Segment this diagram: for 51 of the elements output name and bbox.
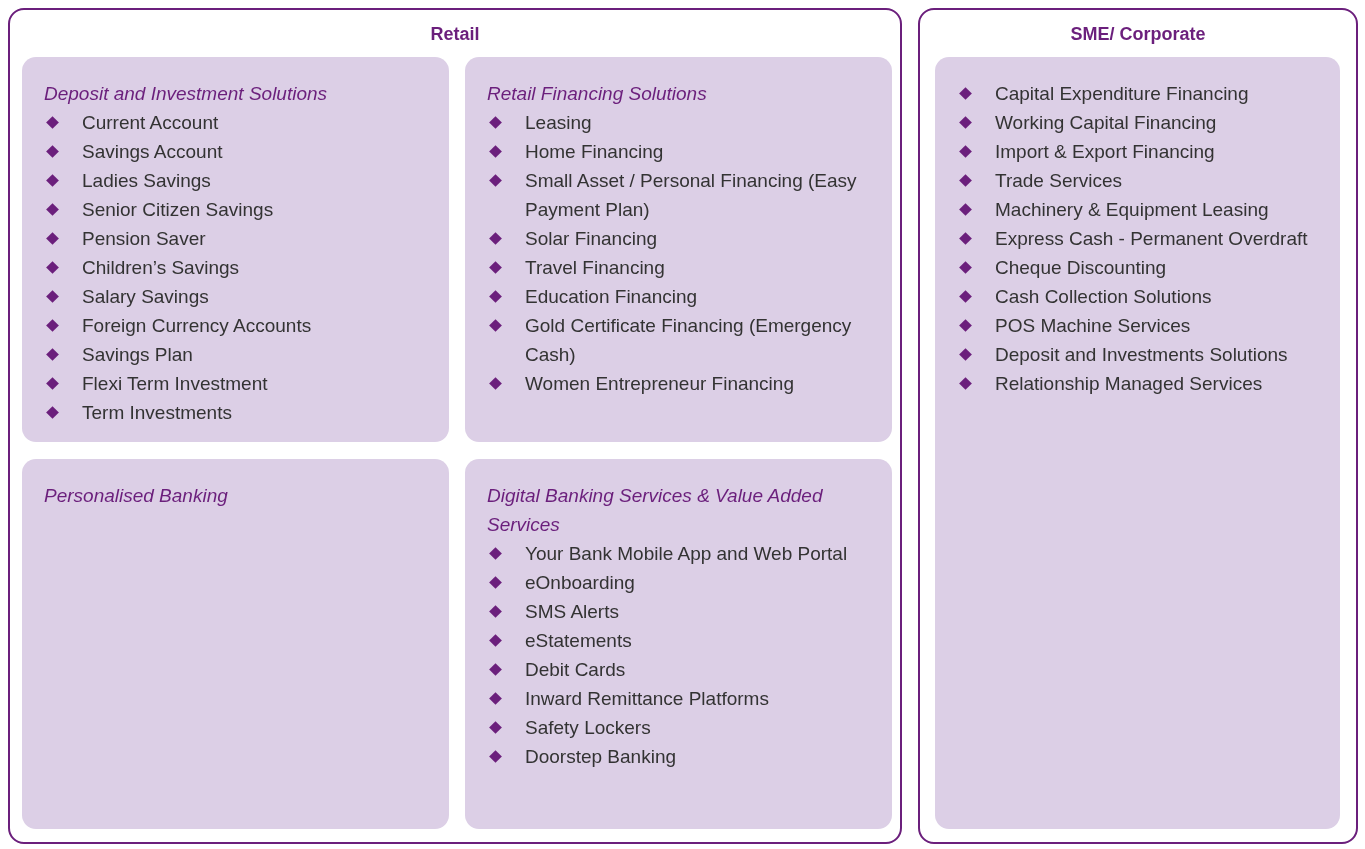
service-card xyxy=(465,57,892,442)
card-heading: Digital Banking Services & Value Added Services xyxy=(487,484,824,537)
list-item: eOnboarding xyxy=(525,571,635,595)
list-item: Relationship Managed Services xyxy=(995,372,1263,396)
list-item: Capital Expenditure Financing xyxy=(995,82,1249,106)
service-card xyxy=(465,459,892,829)
panel-title: SME/ Corporate xyxy=(1070,24,1206,45)
list-item: Children’s Savings xyxy=(82,256,239,280)
list-item: Leasing xyxy=(525,111,592,135)
list-item: Doorstep Banking xyxy=(525,745,677,769)
list-item: Foreign Currency Accounts xyxy=(82,314,312,338)
list-item: Education Financing xyxy=(525,285,698,309)
segment-panel xyxy=(8,8,902,844)
list-item: Safety Lockers xyxy=(525,716,651,740)
list-item: Machinery & Equipment Leasing xyxy=(995,198,1269,222)
list-item: Salary Savings xyxy=(82,285,209,309)
list-item: eStatements xyxy=(525,629,632,653)
list-item: Pension Saver xyxy=(82,227,206,251)
segment-panel xyxy=(918,8,1358,844)
list-item: Deposit and Investments Solutions xyxy=(995,343,1288,367)
list-item: Your Bank Mobile App and Web Portal xyxy=(525,542,848,566)
card-heading: Personalised Banking xyxy=(44,484,228,508)
list-item: Working Capital Financing xyxy=(995,111,1217,135)
list-item: Home Financing xyxy=(525,140,664,164)
list-item: Travel Financing xyxy=(525,256,665,280)
list-item: SMS Alerts xyxy=(525,600,619,624)
list-item: Small Asset / Personal Financing (Easy Payment Plan) xyxy=(525,169,858,222)
list-item: Trade Services xyxy=(995,169,1123,193)
list-item: POS Machine Services xyxy=(995,314,1191,338)
service-card xyxy=(22,57,449,442)
card-heading: Deposit and Investment Solutions xyxy=(44,82,328,106)
list-item: Inward Remittance Platforms xyxy=(525,687,769,711)
service-card xyxy=(935,57,1340,829)
card-heading: Retail Financing Solutions xyxy=(487,82,707,106)
list-item: Flexi Term Investment xyxy=(82,372,268,396)
service-card xyxy=(22,459,449,829)
list-item: Debit Cards xyxy=(525,658,626,682)
list-item: Cheque Discounting xyxy=(995,256,1167,280)
list-item: Solar Financing xyxy=(525,227,658,251)
list-item: Savings Plan xyxy=(82,343,193,367)
list-item: Senior Citizen Savings xyxy=(82,198,274,222)
list-item: Ladies Savings xyxy=(82,169,211,193)
panel-title: Retail xyxy=(430,24,480,45)
list-item: Cash Collection Solutions xyxy=(995,285,1212,309)
list-item: Women Entrepreneur Financing xyxy=(525,372,794,396)
list-item: Savings Account xyxy=(82,140,223,164)
list-item: Express Cash - Permanent Overdraft xyxy=(995,227,1308,251)
list-item: Import & Export Financing xyxy=(995,140,1215,164)
list-item: Current Account xyxy=(82,111,219,135)
list-item: Gold Certificate Financing (Emergency Cash) xyxy=(525,314,853,367)
list-item: Term Investments xyxy=(82,401,232,425)
